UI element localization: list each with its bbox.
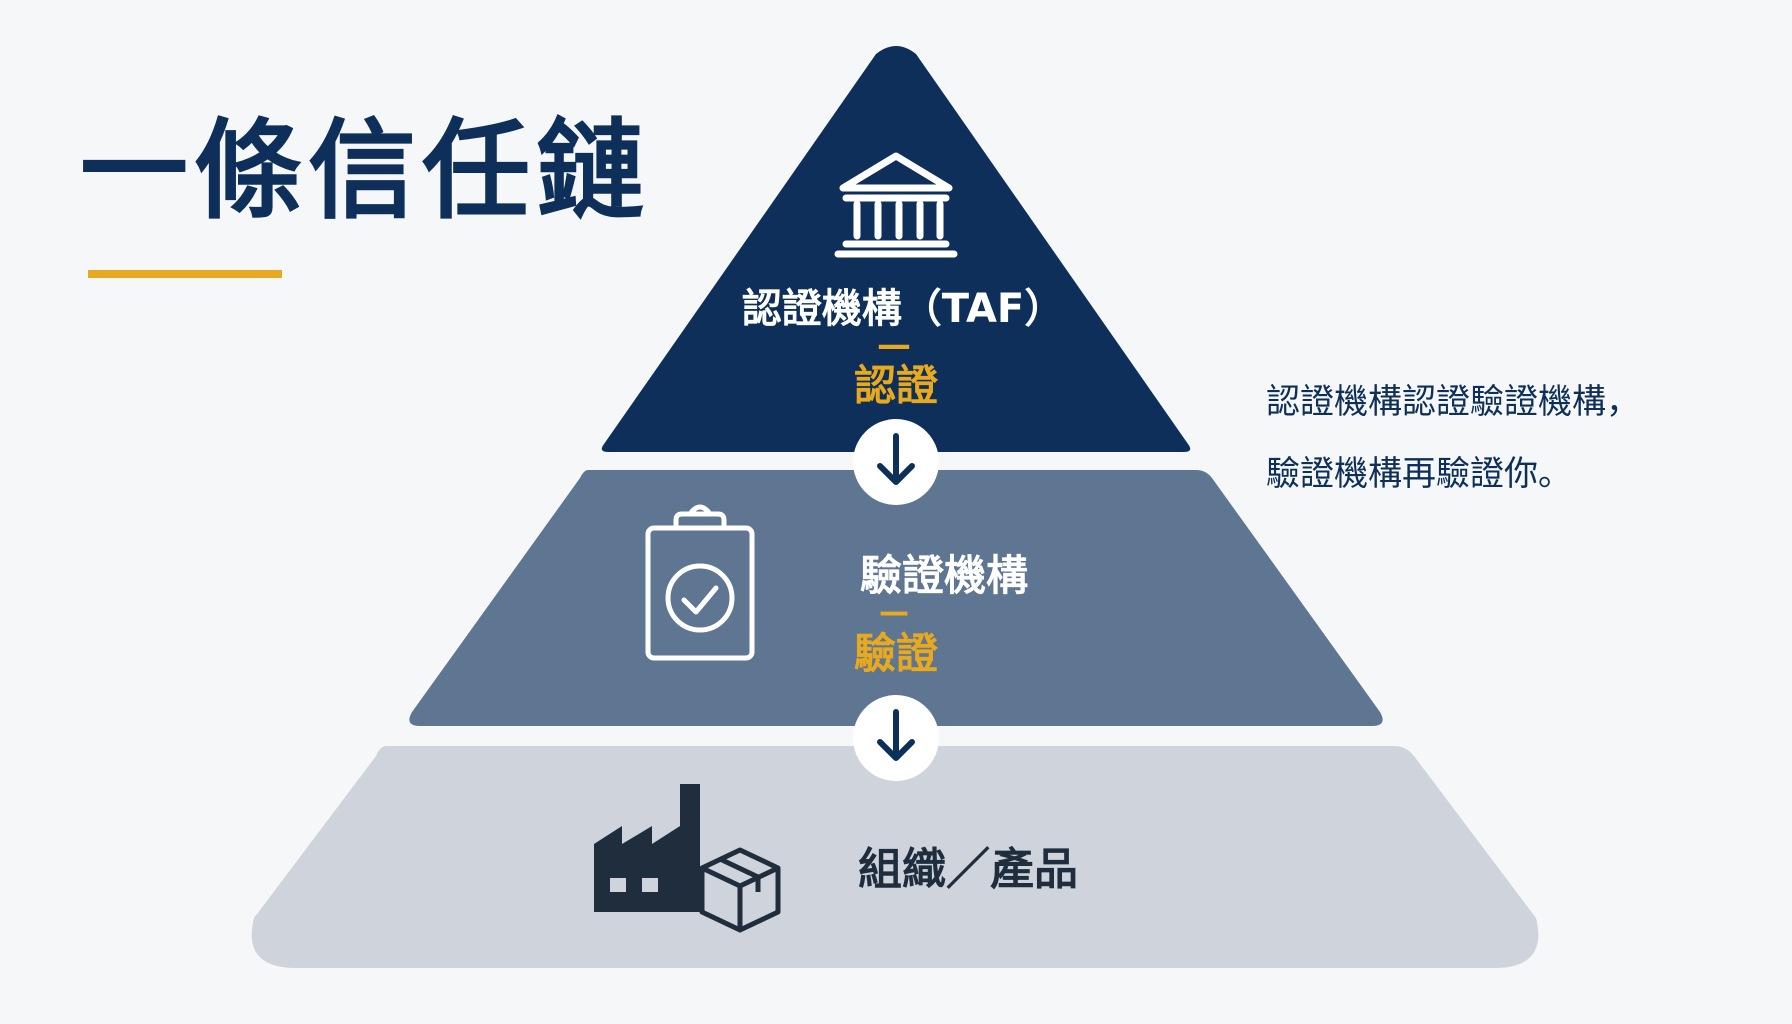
arrow-down-icon <box>853 695 939 781</box>
page-title: 一條信任鏈 <box>80 109 651 234</box>
top-tier-action: 認證 <box>854 361 939 410</box>
clipboard-check-icon <box>645 504 755 661</box>
description-line-1: 認證機構認證驗證機構， <box>1266 382 1640 422</box>
bottom-tier-label: 組織／產品 <box>858 844 1078 895</box>
middle-tier-label: 驗證機構 <box>860 551 1028 600</box>
arrow-down-icon <box>853 419 939 505</box>
description-text: 認證機構認證驗證機構， 驗證機構再驗證你。 <box>1266 366 1640 510</box>
middle-tier-action: 驗證 <box>854 629 939 678</box>
pyramid-tier-bottom <box>251 746 1539 968</box>
pyramid-tier-middle <box>409 470 1383 726</box>
middle-tier-dash: — <box>879 595 909 630</box>
factory-box-icon <box>594 784 781 933</box>
title-underline <box>88 270 282 278</box>
top-tier-label: 認證機構（TAF） <box>742 286 1064 332</box>
description-line-2: 驗證機構再驗證你。 <box>1266 454 1572 494</box>
top-tier-dash: — <box>877 325 911 365</box>
institution-icon <box>834 152 958 258</box>
pyramid-tier-top <box>601 46 1191 452</box>
